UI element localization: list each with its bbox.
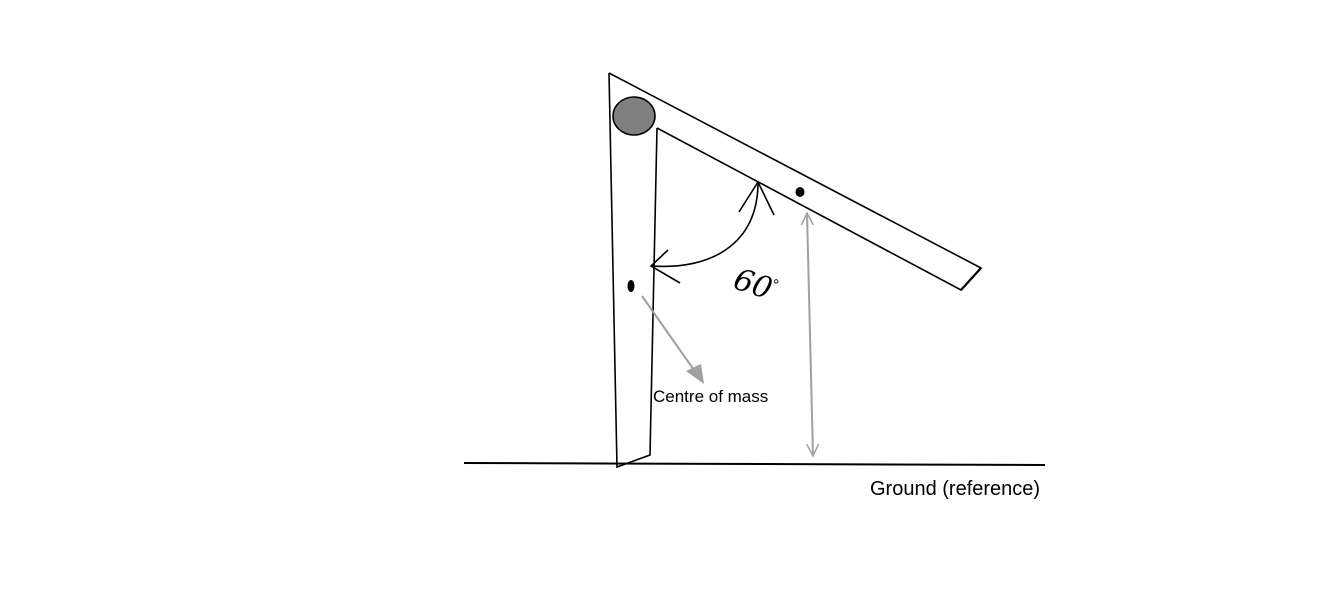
height-double-arrow: [807, 213, 813, 456]
vertical-bar: [608, 72, 658, 469]
centre-of-mass-arrowhead: [686, 364, 704, 384]
hinge: [612, 96, 656, 136]
centre-of-mass-arrow: [641, 295, 702, 381]
inclined-bar-end: [960, 267, 982, 291]
ground-label: Ground (reference): [870, 478, 1040, 500]
angle-arrowhead-lower: [649, 249, 681, 284]
inclined-bar: [608, 72, 983, 291]
centre-of-mass-dot-vertical: [627, 280, 635, 292]
angle-arc: [651, 183, 759, 268]
centre-of-mass-label: Centre of mass: [653, 387, 768, 406]
angle-degree-symbol: °: [773, 277, 779, 294]
angle-value: 60: [729, 262, 776, 307]
angle-arrowhead-upper: [738, 180, 775, 216]
centre-of-mass-dot-inclined: [795, 187, 805, 197]
ground-line: [463, 462, 1046, 466]
